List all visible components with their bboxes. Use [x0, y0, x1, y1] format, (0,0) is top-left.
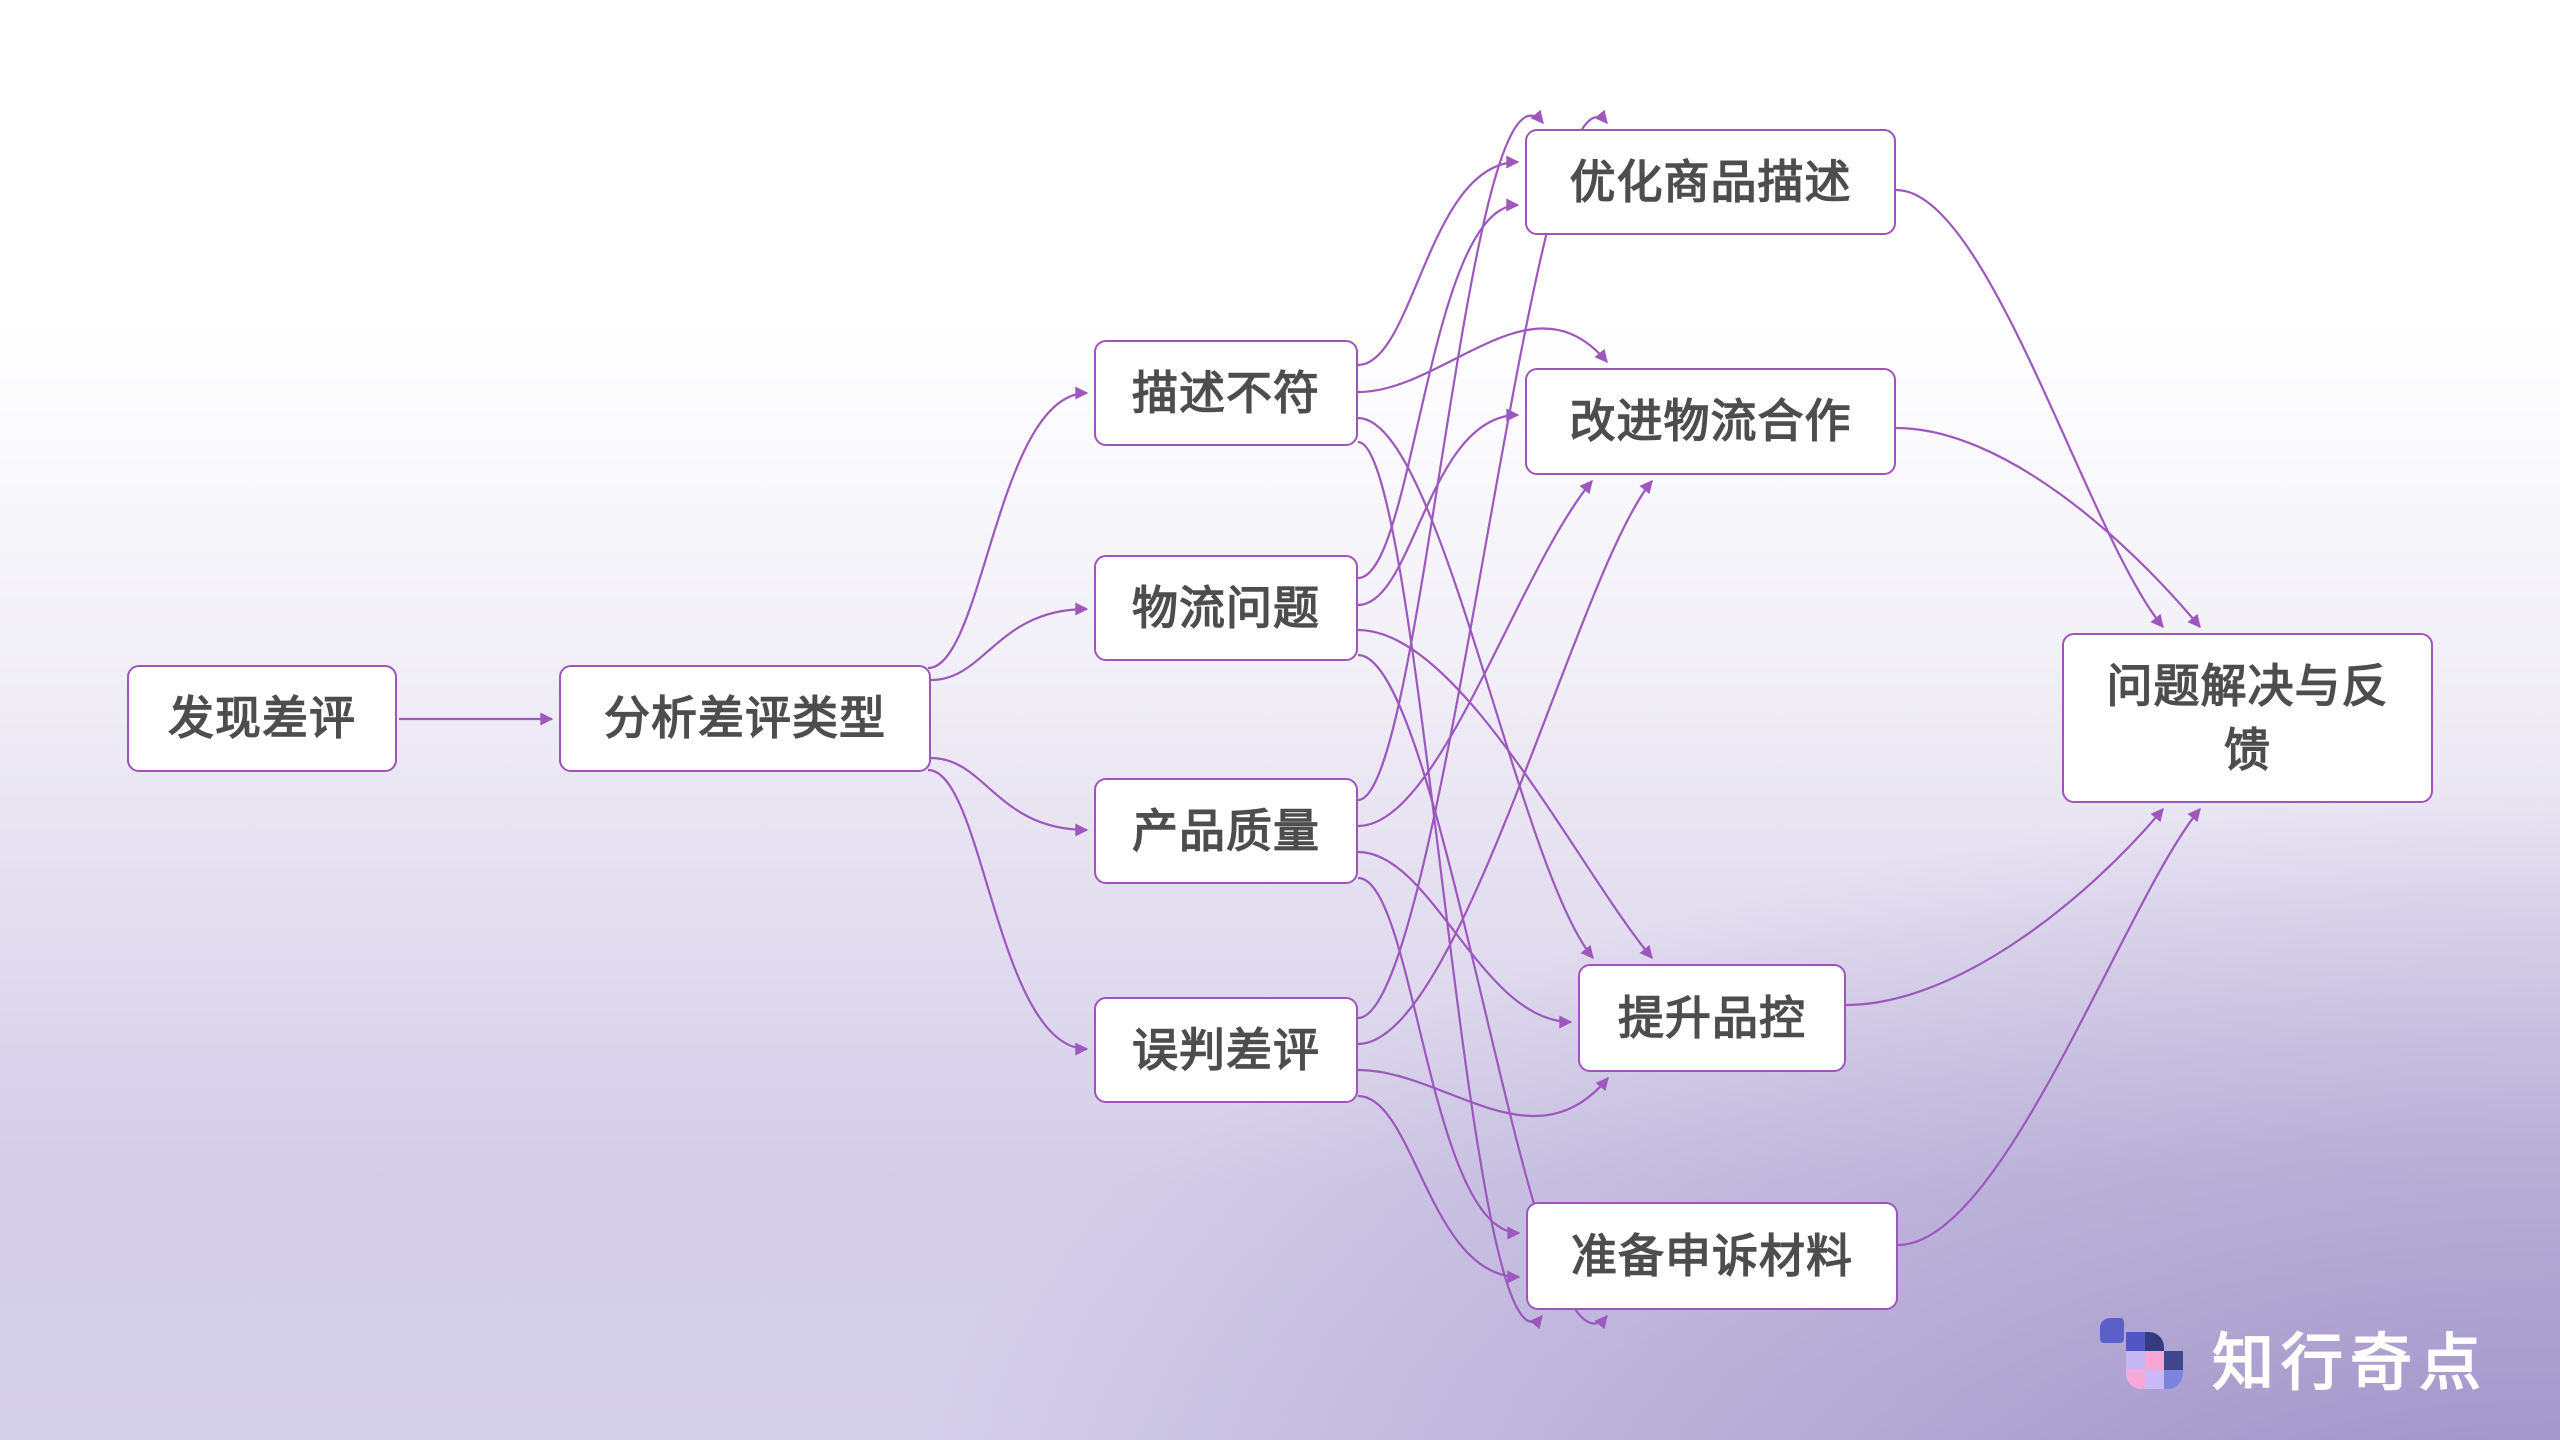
- node-optimize-desc[interactable]: 优化商品描述: [1525, 129, 1896, 235]
- edge-analyze-to-logistics-issue: [930, 602, 1089, 682]
- node-improve-qc[interactable]: 提升品控: [1578, 964, 1846, 1072]
- edge-analyze-to-misjudged-review: [927, 768, 1089, 1056]
- logo-mosaic-cell: [2100, 1318, 2124, 1343]
- logo-mosaic-cell: [2126, 1370, 2145, 1389]
- brand-logo-icon: [2100, 1318, 2190, 1396]
- edge-misjudged-review-to-improve-qc: [1357, 1068, 1609, 1118]
- edge-improve-qc-to-resolve-feedback: [1845, 808, 2164, 1007]
- edge-improve-logistics-to-resolve-feedback: [1895, 426, 2201, 628]
- logo-mosaic-cell: [2126, 1332, 2145, 1351]
- node-logistics-issue[interactable]: 物流问题: [1094, 555, 1358, 661]
- node-prepare-appeal[interactable]: 准备申诉材料: [1526, 1202, 1898, 1310]
- brand-logo-text: 知行奇点: [2212, 1329, 2489, 1398]
- brand-logo: 知行奇点: [2100, 1312, 2488, 1402]
- edge-desc-mismatch-to-optimize-desc: [1357, 155, 1520, 367]
- edge-logistics-issue-to-improve-logistics: [1357, 408, 1520, 607]
- edge-desc-mismatch-to-improve-qc: [1357, 416, 1594, 960]
- edge-desc-mismatch-to-prepare-appeal: [1357, 440, 1543, 1330]
- edge-product-quality-to-optimize-desc: [1357, 109, 1544, 802]
- node-product-quality[interactable]: 产品质量: [1094, 778, 1358, 884]
- edge-logistics-issue-to-optimize-desc: [1357, 198, 1520, 580]
- logo-mosaic-cell: [2164, 1351, 2183, 1370]
- edge-prepare-appeal-to-resolve-feedback: [1897, 808, 2201, 1247]
- edge-misjudged-review-to-optimize-desc: [1357, 109, 1608, 1020]
- edge-optimize-desc-to-resolve-feedback: [1895, 188, 2164, 628]
- logo-mosaic-cell: [2164, 1370, 2183, 1389]
- node-desc-mismatch[interactable]: 描述不符: [1094, 340, 1358, 446]
- edge-analyze-to-product-quality: [930, 756, 1089, 837]
- edge-analyze-to-desc-mismatch: [927, 386, 1089, 670]
- logo-mosaic-cell: [2145, 1351, 2164, 1370]
- edge-product-quality-to-improve-logistics: [1357, 480, 1593, 828]
- node-misjudged-review[interactable]: 误判差评: [1094, 997, 1358, 1103]
- node-discover[interactable]: 发现差评: [127, 665, 397, 772]
- logo-mosaic-cell: [2145, 1370, 2164, 1389]
- edge-misjudged-review-to-improve-logistics: [1357, 479, 1653, 1046]
- edge-logistics-issue-to-improve-qc: [1357, 628, 1653, 959]
- node-resolve-feedback[interactable]: 问题解决与反 馈: [2062, 633, 2433, 803]
- logo-mosaic-cell: [2145, 1332, 2164, 1351]
- logo-mosaic-cell: [2126, 1351, 2145, 1370]
- edge-desc-mismatch-to-improve-logistics: [1357, 327, 1608, 394]
- edge-product-quality-to-improve-qc: [1357, 850, 1573, 1029]
- node-improve-logistics[interactable]: 改进物流合作: [1525, 368, 1896, 475]
- edge-product-quality-to-prepare-appeal: [1357, 876, 1521, 1240]
- edge-misjudged-review-to-prepare-appeal: [1357, 1094, 1521, 1284]
- node-analyze[interactable]: 分析差评类型: [559, 665, 931, 772]
